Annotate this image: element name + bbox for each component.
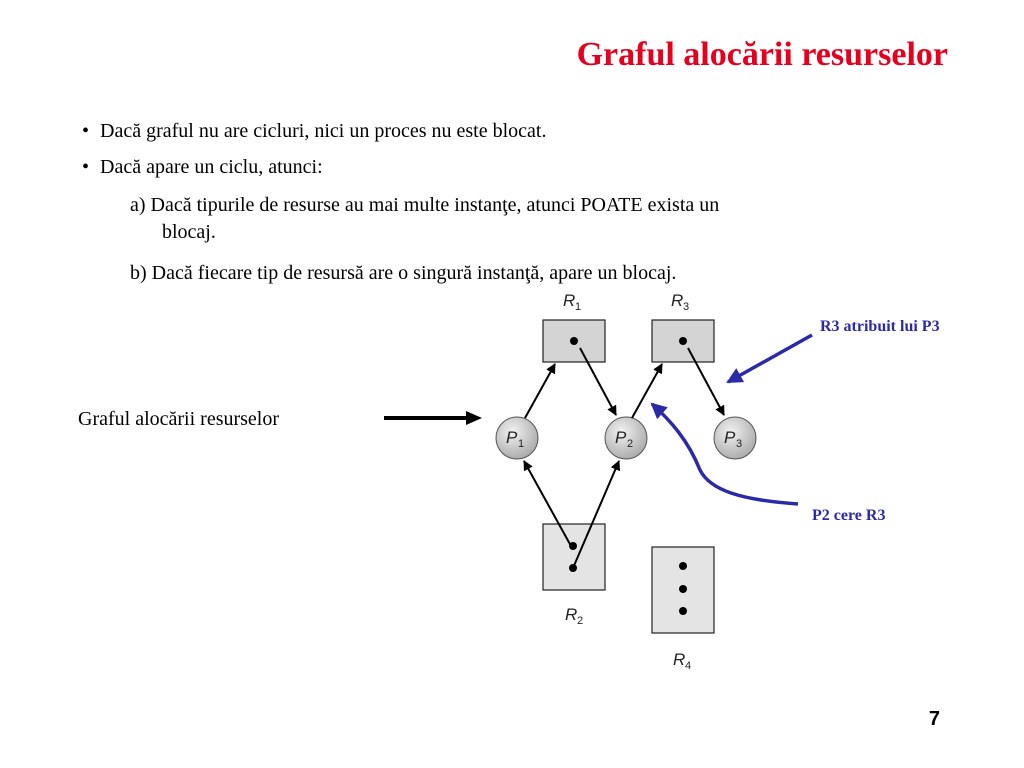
- edge-r2-p2: [572, 460, 621, 569]
- edge-r1-p2: [579, 347, 617, 416]
- sub-item-a-line1: a) Dacă tipurile de resurse au mai multe…: [130, 194, 720, 216]
- resource-r4: R 4: [651, 546, 715, 672]
- resource-r3-label: R: [671, 291, 683, 310]
- process-p2-label: P: [615, 428, 627, 447]
- resource-r3: R 3: [651, 291, 715, 363]
- resource-r2-label: R: [565, 605, 577, 624]
- process-p2-subscript: 2: [627, 438, 633, 450]
- edge-p1-r1: [524, 363, 556, 419]
- diagram-caption: Graful alocării resurselor: [78, 408, 280, 430]
- resource-r1-label: R: [563, 291, 575, 310]
- annotation-arrow-r3-assigned: [726, 333, 813, 384]
- process-p1-subscript: 1: [518, 438, 524, 450]
- process-p2: P 2: [604, 416, 648, 460]
- process-p1: P 1: [495, 416, 539, 460]
- annotation-p2-requests: P2 cere R3: [812, 507, 885, 524]
- resource-r2: R 2: [542, 523, 606, 627]
- resource-r3-subscript: 3: [683, 301, 689, 313]
- process-p3: P 3: [713, 416, 757, 460]
- edge-p2-r3: [631, 363, 663, 419]
- page-number: 7: [928, 708, 940, 730]
- caption-arrow-head: [466, 411, 482, 425]
- bullet-item: • Dacă graful nu are cicluri, nici un pro…: [82, 120, 546, 143]
- annotation-arrow-p2-requests: [650, 402, 799, 506]
- process-p3-label: P: [724, 428, 736, 447]
- process-p1-label: P: [506, 428, 518, 447]
- bullet-item: • Dacă apare un ciclu, atunci:: [82, 156, 323, 179]
- resource-r2-subscript: 2: [577, 615, 583, 627]
- sub-item-b-line1: b) Dacă fiecare tip de resursă are o sin…: [130, 262, 677, 284]
- slide-title: Graful alocării resurselor: [576, 36, 948, 73]
- edge-r2-p1: [523, 460, 572, 547]
- resource-r4-subscript: 4: [685, 660, 691, 672]
- annotation-r3-assigned: R3 atribuit lui P3: [820, 318, 940, 335]
- sub-item-a-line2: blocaj.: [162, 221, 216, 243]
- resource-r4-label: R: [673, 650, 685, 669]
- process-p3-subscript: 3: [736, 438, 742, 450]
- bullet-text: Dacă apare un ciclu, atunci:: [100, 156, 323, 178]
- resource-r1-subscript: 1: [575, 301, 581, 313]
- bullet-text: Dacă graful nu are cicluri, nici un proc…: [100, 120, 547, 142]
- bullet-dot-icon: •: [82, 120, 90, 142]
- resource-r1: R 1: [542, 291, 606, 363]
- bullet-dot-icon: •: [82, 156, 90, 178]
- edge-r3-p3: [687, 347, 725, 416]
- sub-item-b: b) Dacă fiecare tip de resursă are o sin…: [130, 262, 676, 285]
- sub-item-a: a) Dacă tipurile de resurse au mai multe…: [130, 194, 719, 244]
